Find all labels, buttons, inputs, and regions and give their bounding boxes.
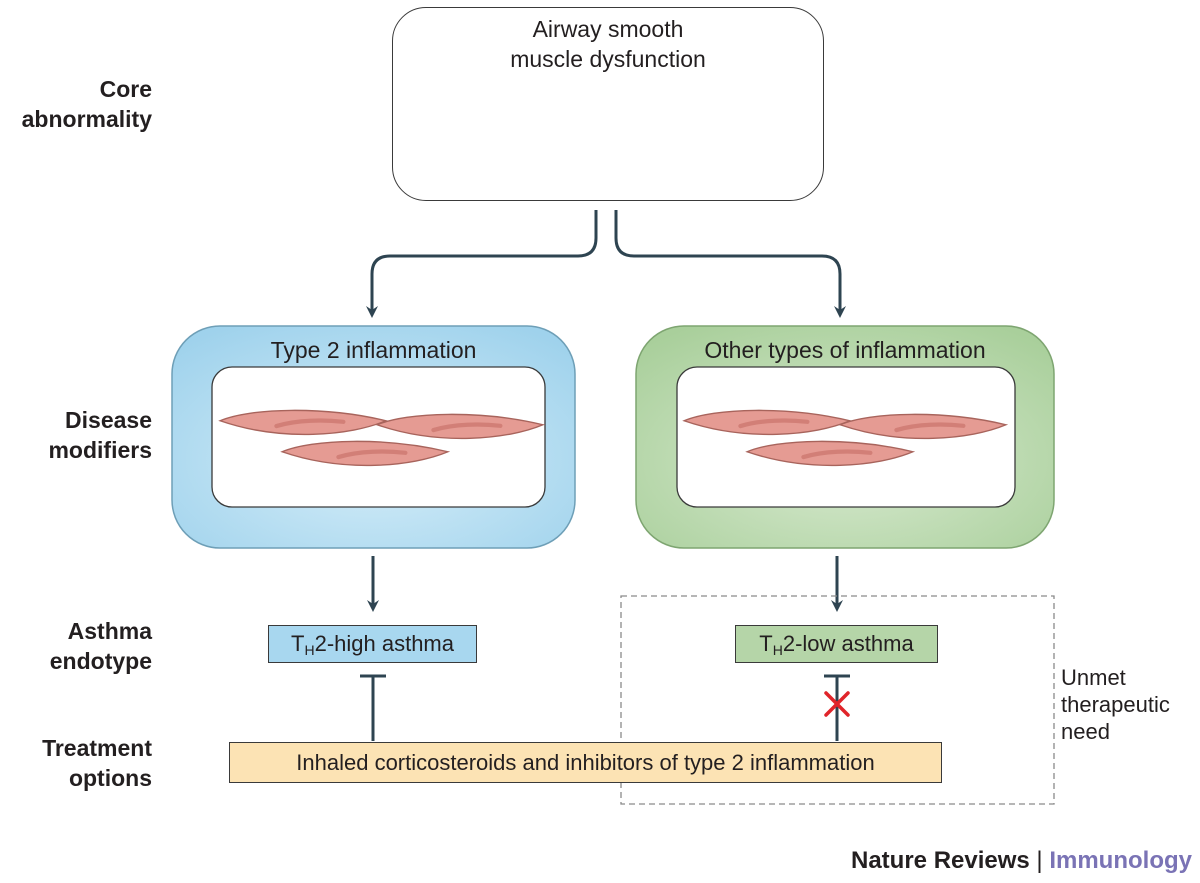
th2-low-subscript: H — [772, 642, 783, 658]
journal-name: Immunology — [1049, 847, 1192, 874]
core-abnormality-box — [392, 7, 824, 201]
row-label-asthma-endotype: Asthma endotype — [0, 616, 152, 676]
row-label-line: abnormality — [21, 106, 152, 132]
core-title-line: muscle dysfunction — [510, 46, 706, 72]
th2-high-suffix: 2-high asthma — [314, 631, 454, 656]
th2-low-prefix: T — [759, 631, 773, 656]
inhibit-th2-low — [824, 674, 850, 741]
row-label-line: Disease — [65, 407, 152, 433]
row-label-treatment-options: Treatment options — [0, 733, 152, 793]
row-label-line: modifiers — [48, 437, 152, 463]
th2-high-asthma-box: TH2-high asthma — [268, 625, 477, 663]
type2-inflammation-title: Type 2 inflammation — [270, 337, 477, 363]
th2-low-asthma-box: TH2-low asthma — [735, 625, 938, 663]
inhibit-th2-high — [360, 674, 386, 741]
row-label-disease-modifiers: Disease modifiers — [0, 405, 152, 465]
credit-separator: | — [1029, 847, 1050, 874]
publication-name: Nature Reviews — [851, 847, 1030, 874]
treatment-options-box: Inhaled corticosteroids and inhibitors o… — [229, 742, 942, 783]
core-title-line: Airway smooth — [532, 16, 684, 42]
type2-inner-panel — [211, 366, 546, 508]
other-inner-panel — [676, 366, 1016, 508]
th2-low-suffix: 2-low asthma — [782, 631, 914, 656]
other-inflammation-title: Other types of inflammation — [704, 337, 986, 363]
row-label-line: Treatment — [42, 735, 152, 761]
row-label-line: endotype — [49, 648, 152, 674]
th2-high-subscript: H — [304, 642, 315, 658]
blocked-x-icon — [824, 691, 850, 717]
row-label-line: Asthma — [67, 618, 152, 644]
row-label-line: Core — [99, 76, 152, 102]
arrow-to-type2 — [366, 210, 598, 318]
unmet-line: Unmet — [1061, 665, 1126, 690]
th2-high-prefix: T — [291, 631, 305, 656]
arrow-to-other — [614, 210, 846, 318]
unmet-line: therapeutic — [1061, 692, 1170, 717]
row-label-core-abnormality: Core abnormality — [0, 74, 152, 134]
unmet-line: need — [1061, 719, 1110, 744]
unmet-therapeutic-need-label: Unmet therapeutic need — [1061, 664, 1170, 745]
row-label-line: options — [68, 765, 152, 791]
core-abnormality-title: Airway smooth muscle dysfunction — [392, 14, 824, 74]
journal-credit: Nature Reviews | Immunology — [851, 846, 1192, 876]
